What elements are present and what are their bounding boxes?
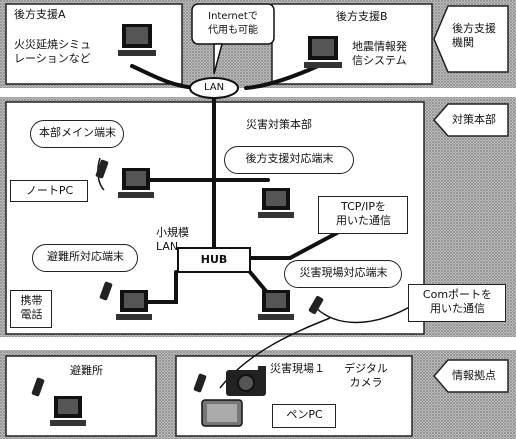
band-label-top-shape bbox=[433, 5, 509, 73]
mobile-phone-box bbox=[10, 290, 52, 328]
support-a-title: 後方支援A bbox=[14, 8, 66, 21]
site1-label: 災害現場１ bbox=[270, 362, 325, 375]
internet-note-tail bbox=[213, 43, 223, 75]
pen-pc-label: ペンPC bbox=[286, 408, 323, 421]
pen-pc-box bbox=[272, 404, 336, 428]
support-b-desc: 地震情報発 信システム bbox=[352, 40, 407, 67]
hub-label: HUB bbox=[200, 253, 228, 266]
small-lan-label: 小規模 LAN bbox=[156, 226, 189, 253]
tcpip-note: TCP/IPを 用いた通信 bbox=[336, 200, 391, 227]
lan-ellipse bbox=[189, 77, 239, 99]
internet-note-bubble bbox=[191, 3, 275, 45]
hq-main-terminal-bubble bbox=[30, 120, 124, 148]
pen-pc-icon bbox=[201, 399, 243, 427]
hub-box bbox=[177, 247, 251, 273]
support-terminal-label: 後方支援対応端末 bbox=[245, 152, 334, 165]
band-label-bottom-shape bbox=[433, 359, 509, 393]
line-hub-tcpip bbox=[248, 224, 352, 260]
line-support-a-lan bbox=[130, 64, 198, 90]
shelter-terminal-label: 避難所対応端末 bbox=[47, 250, 124, 263]
mobile-phone-label: 携帯 電話 bbox=[20, 294, 43, 321]
panel-support-b bbox=[271, 3, 433, 85]
panel-support-a bbox=[5, 3, 183, 85]
internet-note: Internetで 代用も可能 bbox=[208, 11, 258, 36]
support-a-desc: 火災延焼シミュ レーションなど bbox=[14, 38, 91, 65]
notebook-pc-label: ノートPC bbox=[25, 184, 74, 197]
com-note-box bbox=[408, 284, 506, 322]
band-label-top: 後方支援 機関 bbox=[452, 22, 496, 49]
support-b-title: 後方支援B bbox=[336, 10, 388, 23]
hq-main-terminal-label: 本部メイン端末 bbox=[39, 126, 116, 139]
tcpip-note-box bbox=[318, 196, 408, 234]
phone-icons bbox=[31, 159, 324, 397]
site-terminal-label: 災害現場対応端末 bbox=[299, 266, 388, 279]
shelter-label: 避難所 bbox=[70, 364, 103, 377]
shelter-terminal-bubble bbox=[32, 244, 138, 272]
site-terminal-bubble bbox=[284, 260, 402, 288]
band-label-mid: 対策本部 bbox=[452, 113, 496, 126]
com-note: Comポートを 用いた通信 bbox=[422, 288, 493, 315]
lan-label: LAN bbox=[203, 82, 225, 93]
notebook-pc-box bbox=[10, 180, 88, 202]
band-label-bottom: 情報拠点 bbox=[452, 369, 496, 382]
pc-icons bbox=[50, 24, 342, 426]
camera-icon bbox=[226, 366, 266, 396]
line-com-arc bbox=[315, 301, 419, 324]
hq-title: 災害対策本部 bbox=[246, 118, 312, 131]
band-label-mid-shape bbox=[433, 103, 509, 137]
support-terminal-bubble bbox=[224, 146, 354, 174]
digital-camera-label: デジタル カメラ bbox=[344, 362, 388, 389]
line-support-b-lan bbox=[244, 64, 320, 90]
